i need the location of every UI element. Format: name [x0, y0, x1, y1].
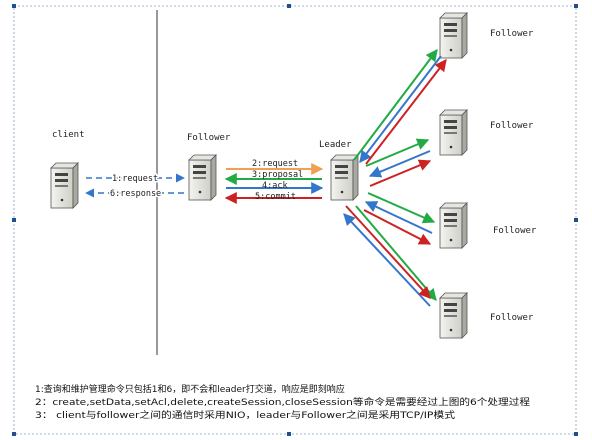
msg-commit-label: 5:commit: [255, 192, 296, 202]
follower-mid-label: Follower: [187, 133, 231, 143]
note-line-1: 1:查询和维护管理命令只包括1和6，即不会和leader打交道，响应是即刻响应: [35, 383, 345, 395]
follower-2-server-icon: [439, 109, 468, 156]
follower-4-server-icon: [439, 292, 468, 339]
arrow-proposal-follower-3: [367, 192, 436, 224]
arrow-ack-follower-1: [359, 55, 442, 163]
arrow-commit-follower-2: [369, 159, 432, 187]
note-line-2: 2：create,setData,setAcl,delete,createSes…: [35, 396, 530, 408]
note-line-3: 3： client与follower之间的通信时采用NIO，leader与Fol…: [35, 409, 455, 421]
arrow-commit-follower-3: [363, 209, 432, 245]
arrow-commit-follower-1: [365, 59, 447, 165]
msg-request-label: 2:request: [252, 159, 298, 169]
follower-3-label: Follower: [493, 226, 537, 236]
arrow-ack-follower-2: [368, 150, 431, 178]
msg-proposal-label: 3:proposal: [252, 170, 303, 180]
frame-handles: [12, 4, 578, 436]
arrow-proposal-follower-2: [365, 138, 430, 167]
client-label: client: [52, 130, 85, 140]
diagram-frame: [13, 5, 577, 435]
client-server-icon: [50, 162, 79, 209]
follower-1-label: Follower: [490, 29, 534, 39]
arrow-commit-follower-4: [345, 205, 431, 299]
follower-4-label: Follower: [490, 313, 534, 323]
client-request-label: 1:request: [112, 174, 158, 184]
follower-1-server-icon: [439, 12, 468, 59]
follower-2-label: Follower: [490, 121, 534, 131]
follower-mid-server-icon: [188, 154, 217, 201]
client-response-label: 6:response: [110, 189, 161, 199]
leader-label: Leader: [319, 140, 352, 150]
leader-server-icon: [330, 154, 359, 201]
arrow-ack-follower-4: [343, 213, 431, 307]
arrow-proposal-follower-1: [353, 49, 438, 161]
msg-ack-label: 4:ack: [262, 181, 288, 191]
arrow-ack-follower-3: [364, 201, 433, 234]
arrow-proposal-follower-4: [355, 205, 437, 301]
follower-3-server-icon: [439, 202, 468, 249]
